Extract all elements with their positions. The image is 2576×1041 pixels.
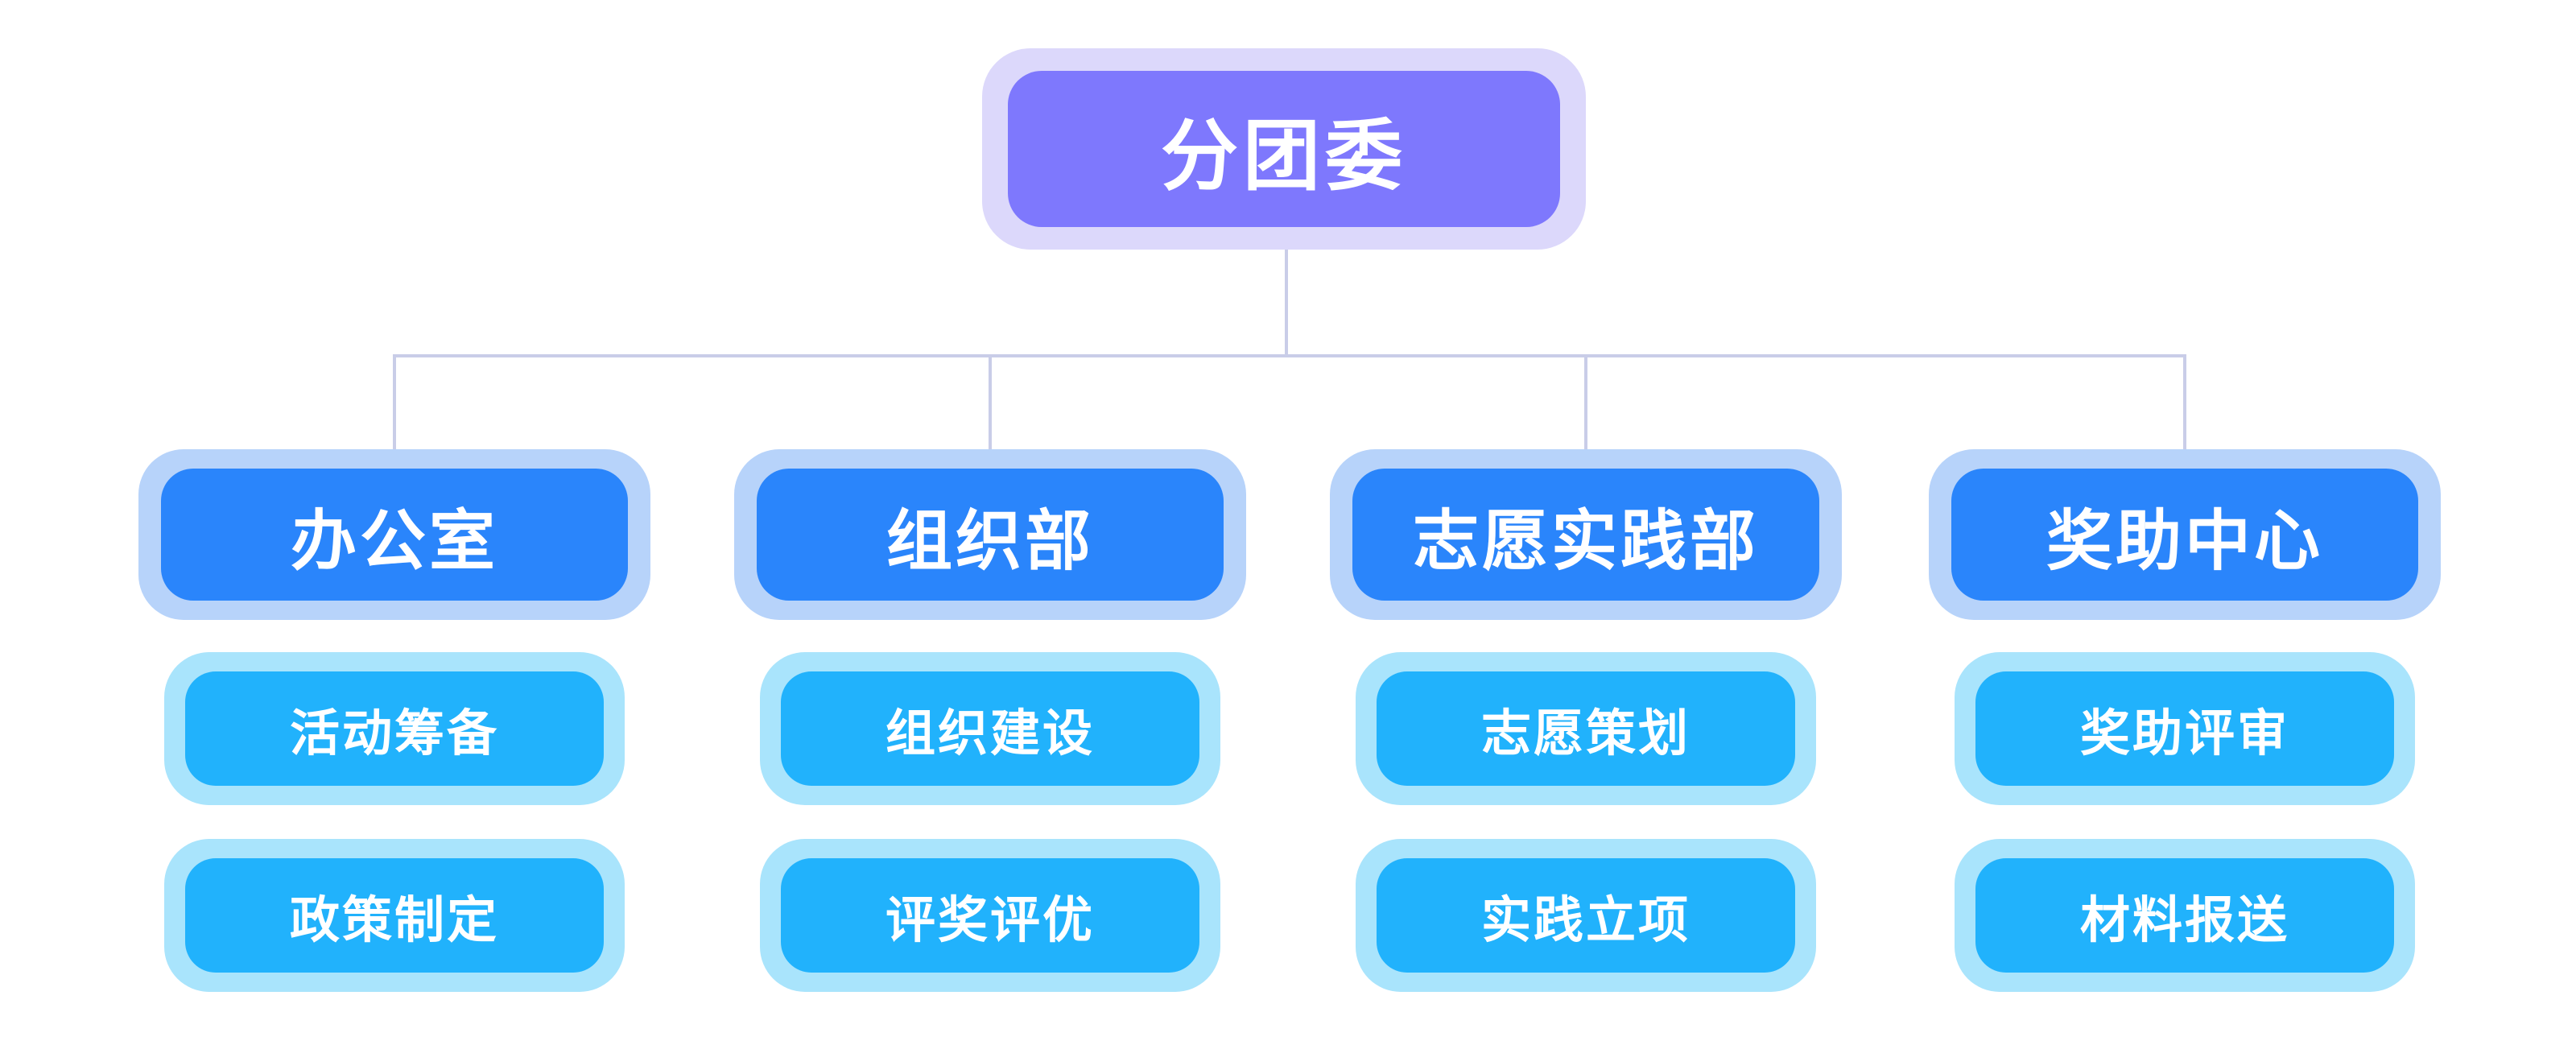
task-node: 政策制定 bbox=[164, 839, 625, 992]
task-node-label: 实践立项 bbox=[1377, 858, 1795, 973]
dept-node-label: 办公室 bbox=[161, 469, 628, 601]
task-node: 材料报送 bbox=[1955, 839, 2415, 992]
task-node-label: 组织建设 bbox=[781, 671, 1199, 786]
task-node-label: 评奖评优 bbox=[781, 858, 1199, 973]
task-node: 活动筹备 bbox=[164, 652, 625, 805]
task-node-label: 志愿策划 bbox=[1377, 671, 1795, 786]
dept-node-volunteer: 志愿实践部 bbox=[1330, 449, 1842, 620]
dept-node-organization: 组织部 bbox=[734, 449, 1246, 620]
task-node-label: 活动筹备 bbox=[185, 671, 604, 786]
dept-node-label: 志愿实践部 bbox=[1352, 469, 1819, 601]
dept-node-label: 组织部 bbox=[757, 469, 1224, 601]
task-node: 志愿策划 bbox=[1356, 652, 1816, 805]
connector-dept-2 bbox=[989, 354, 992, 449]
root-node-label: 分团委 bbox=[1008, 71, 1560, 227]
dept-node-scholarship: 奖助中心 bbox=[1929, 449, 2441, 620]
connector-dept-1 bbox=[393, 354, 396, 449]
task-node: 实践立项 bbox=[1356, 839, 1816, 992]
connector-root-down bbox=[1285, 250, 1288, 356]
task-node-label: 奖助评审 bbox=[1975, 671, 2394, 786]
dept-node-office: 办公室 bbox=[138, 449, 650, 620]
task-node: 奖助评审 bbox=[1955, 652, 2415, 805]
task-node: 评奖评优 bbox=[760, 839, 1220, 992]
task-node-label: 政策制定 bbox=[185, 858, 604, 973]
task-node-label: 材料报送 bbox=[1975, 858, 2394, 973]
root-node: 分团委 bbox=[982, 48, 1586, 250]
connector-dept-4 bbox=[2183, 354, 2186, 449]
dept-node-label: 奖助中心 bbox=[1951, 469, 2418, 601]
connector-horizontal bbox=[393, 354, 2186, 357]
connector-dept-3 bbox=[1584, 354, 1587, 449]
task-node: 组织建设 bbox=[760, 652, 1220, 805]
